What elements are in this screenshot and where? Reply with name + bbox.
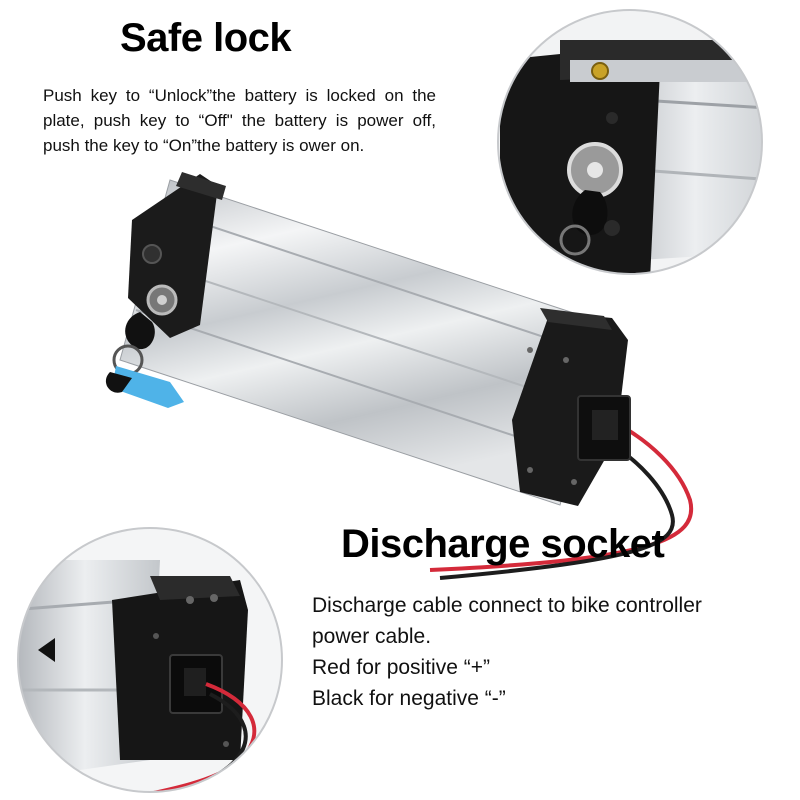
safe-lock-title: Safe lock: [120, 16, 292, 60]
socket-closeup-inset: [17, 527, 283, 793]
lock-closeup-inset: [497, 9, 763, 275]
lock-key: [105, 312, 184, 408]
battery-end-cap-socket: [512, 308, 631, 506]
discharge-line-1: Discharge cable connect to bike controll…: [312, 594, 702, 617]
discharge-line-2: power cable.: [312, 625, 432, 648]
safe-lock-description: Push key to “Unlock”the battery is locke…: [43, 86, 436, 155]
discharge-cable: [429, 418, 694, 580]
discharge-socket-description: Discharge cable connect to bike controll…: [312, 590, 782, 714]
discharge-socket-title: Discharge socket: [341, 522, 665, 566]
discharge-line-3: Red for positive “+”: [312, 656, 490, 679]
discharge-line-4: Black for negative “-”: [312, 687, 506, 710]
battery-body: [119, 179, 611, 506]
battery-end-cap-lock: [128, 172, 226, 338]
